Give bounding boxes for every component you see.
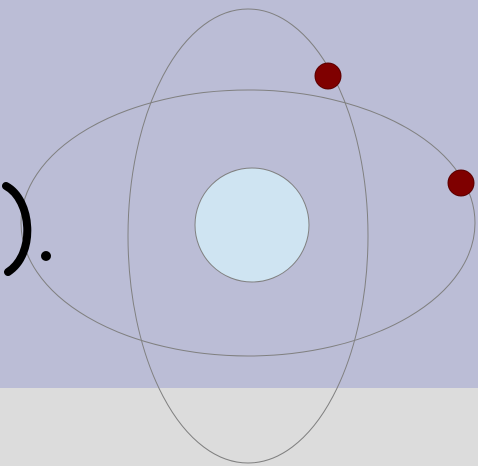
nucleus: [195, 168, 309, 282]
electron-top: [315, 63, 341, 89]
closing-paren-glyph: [6, 186, 27, 272]
period-glyph: [41, 251, 51, 261]
electron-right: [448, 170, 474, 196]
